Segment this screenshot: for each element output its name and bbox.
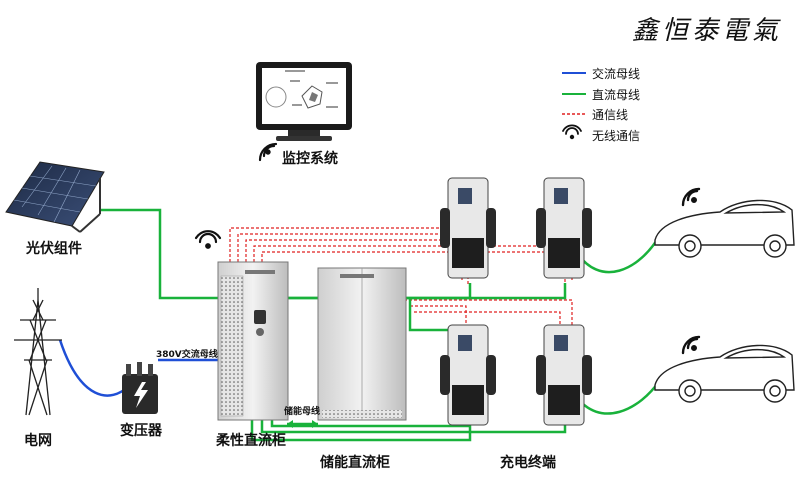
grid-label: 电网 xyxy=(24,433,52,449)
charging-terminals-label: 充电终端 xyxy=(500,455,556,471)
storage-dc-cabinet-label: 储能直流柜 xyxy=(320,455,390,471)
charger-2 xyxy=(536,177,592,279)
charger-1 xyxy=(440,177,496,279)
legend-ac-bus: 交流母线 xyxy=(592,67,641,81)
car-top xyxy=(654,199,795,258)
legend-dc-bus: 直流母线 xyxy=(592,88,641,102)
brand-logo: 鑫恒泰電氣 xyxy=(631,16,782,46)
grid-tower xyxy=(14,288,62,416)
charging-terminals xyxy=(440,177,592,426)
wifi-icon-car-bottom xyxy=(681,335,701,355)
legend-symbols xyxy=(562,72,586,140)
flex-dc-cabinet-label: 柔性直流柜 xyxy=(216,433,286,449)
transformer-label: 变压器 xyxy=(120,423,162,439)
legend-wireless: 无线通信 xyxy=(592,129,641,143)
storage-bus-arrow xyxy=(287,420,318,428)
ac-bus-label: 380V交流母线 xyxy=(156,350,218,360)
wifi-icon-cabinet xyxy=(194,230,222,249)
charger-3 xyxy=(440,324,496,426)
wifi-icon-monitor xyxy=(258,142,278,162)
pv-panel xyxy=(5,161,105,233)
charger-4 xyxy=(536,324,592,426)
flex-dc-cabinet xyxy=(217,261,289,421)
storage-bus-label: 储能母线 xyxy=(284,407,321,417)
legend-comm-line: 通信线 xyxy=(592,108,629,122)
car-bottom xyxy=(654,344,795,403)
pv-label: 光伏组件 xyxy=(26,241,82,257)
transformer xyxy=(122,362,158,414)
wifi-icon-car-top xyxy=(681,187,701,207)
storage-dc-cabinet xyxy=(317,267,407,421)
monitor-screen xyxy=(256,62,352,141)
monitor-label: 监控系统 xyxy=(282,151,338,167)
